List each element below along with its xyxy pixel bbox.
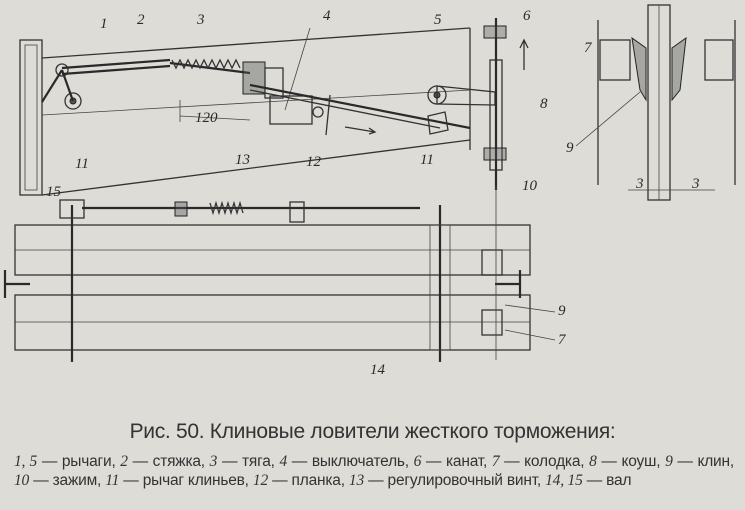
legend-number: 12	[252, 472, 269, 489]
legend-number: 6	[413, 453, 422, 470]
legend-number: 10	[14, 472, 30, 489]
label-10: 10	[522, 178, 538, 194]
catcher-drawing: 1 2 3 4 5 6 8 10 11 11 12 13 120 7 9 3 3	[3, 4, 736, 378]
figure-legend: 1, 5 — рычаги, 2 — стяжка, 3 — тяга, 4 —…	[14, 452, 734, 490]
label-2: 2	[137, 12, 145, 28]
legend-number: 7	[491, 453, 500, 470]
label-4: 4	[323, 8, 331, 24]
legend-number: 1, 5	[14, 453, 38, 470]
legend-text: — рычаг клиньев,	[119, 472, 253, 489]
dimension-120: 120	[195, 110, 218, 126]
label-11-left: 11	[75, 156, 89, 172]
legend-text: — тяга,	[217, 453, 280, 470]
label-7: 7	[584, 40, 593, 56]
side-view: 1 2 3 4 5 6 8 10 11 11 12 13 120	[19, 8, 548, 196]
legend-number: 11	[105, 472, 120, 489]
legend-text: — регулировочный винт,	[364, 472, 546, 489]
legend-text: — колодка,	[499, 453, 590, 470]
label-15: 15	[46, 184, 62, 200]
label-5: 5	[434, 12, 442, 28]
label-13: 13	[235, 152, 250, 168]
legend-text: — выключатель,	[287, 453, 414, 470]
legend-text: — коуш,	[596, 453, 666, 470]
legend-text: — зажим,	[29, 472, 106, 489]
legend-number: 2	[120, 453, 128, 470]
label-12: 12	[306, 154, 322, 170]
label-1: 1	[100, 16, 108, 32]
label-9: 9	[566, 140, 574, 156]
label-8: 8	[540, 96, 548, 112]
legend-text: — стяжка,	[127, 453, 210, 470]
legend-text: — канат,	[421, 453, 492, 470]
label-9-plan: 9	[558, 303, 566, 319]
label-7-plan: 7	[558, 332, 567, 348]
label-3: 3	[196, 12, 205, 28]
legend-text: — клин,	[672, 453, 734, 470]
legend-text: — рычаги,	[37, 453, 121, 470]
plan-view: 15 14 9 7	[3, 184, 567, 378]
label-14: 14	[370, 362, 386, 378]
legend-number: 14, 15	[545, 472, 583, 489]
label-11-right: 11	[420, 152, 434, 168]
section-view: 7 9 3 3	[566, 4, 736, 201]
legend-number: 4	[279, 453, 288, 470]
legend-text: — вал	[582, 472, 632, 489]
section-mark-3-left: 3	[635, 176, 644, 192]
legend-number: 8	[589, 453, 597, 470]
legend-number: 13	[348, 472, 365, 489]
legend-text: — планка,	[268, 472, 349, 489]
section-mark-3-right: 3	[691, 176, 700, 192]
figure-title: Рис. 50. Клиновые ловители жесткого торм…	[129, 420, 616, 443]
legend-number: 3	[209, 453, 218, 470]
label-6: 6	[523, 8, 531, 24]
legend-number: 9	[665, 453, 673, 470]
